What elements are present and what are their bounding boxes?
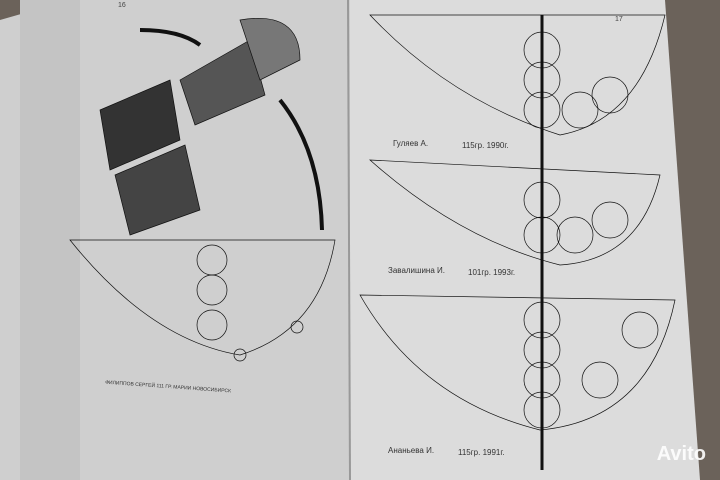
drawn-circle — [591, 201, 629, 239]
drawn-circle — [556, 216, 594, 254]
avito-watermark: Avito — [656, 443, 706, 465]
left-page-number: 16 — [118, 2, 126, 9]
drawn-circle — [523, 91, 561, 129]
drawn-circle — [523, 181, 561, 219]
entry-group: 115гр. 1991г. — [458, 448, 505, 457]
entry-group: 115гр. 1990г. — [462, 141, 509, 150]
entry-name: Завалишина И. — [388, 266, 445, 275]
drawn-circle — [523, 61, 561, 99]
drawn-circle — [561, 91, 599, 129]
drawn-circle — [581, 361, 619, 399]
drawn-circle — [621, 311, 659, 349]
drawn-circle — [523, 361, 561, 399]
drawn-circle — [591, 76, 629, 114]
entry-name: Ананьева И. — [388, 446, 435, 455]
drawn-circle — [523, 331, 561, 369]
drawn-circle — [523, 301, 561, 339]
entry-group: 101гр. 1993г. — [468, 268, 516, 277]
drawn-circle — [523, 216, 561, 254]
drawn-circle — [523, 391, 561, 429]
entry-name: Гуляев А. — [393, 139, 429, 148]
drawn-circle — [523, 31, 561, 69]
right-page-number: 17 — [615, 16, 623, 23]
